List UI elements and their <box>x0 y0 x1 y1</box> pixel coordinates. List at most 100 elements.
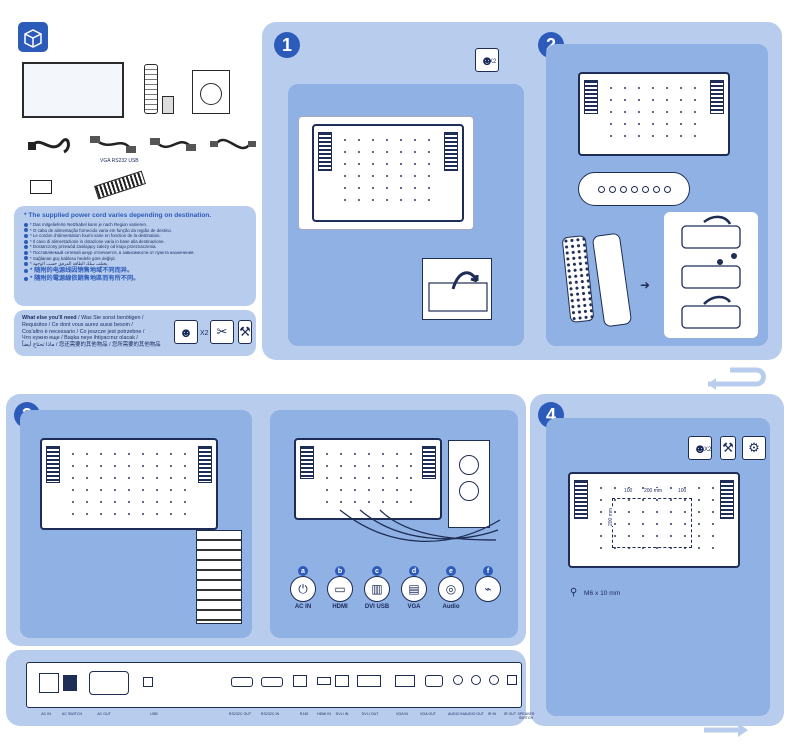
notice-line: * Le cordon d'alimentation fourni varie … <box>24 233 250 239</box>
language-dot-icon <box>24 250 28 255</box>
power-cord-notice: * The supplied power cord varies dependi… <box>14 206 256 306</box>
arrow-right-icon: ➜ <box>640 278 651 292</box>
notice-cjk-lines: * 随附的电源线因销售地域不同而异。* 隨附的電源線依銷售地區而有所不同。 <box>24 267 250 283</box>
notice-cjk-text: * 随附的电源线因销售地域不同而异。 <box>30 266 134 274</box>
connector-f-icon: ⌁ <box>475 576 501 602</box>
notice-line-text: * O cabo de alimentação fornecido varia … <box>30 227 173 233</box>
connector-name: DVI USB <box>364 604 390 610</box>
rear-port-label: USB <box>150 712 158 716</box>
language-dot-icon <box>24 228 28 233</box>
notice-title: * The supplied power cord varies dependi… <box>24 212 212 219</box>
notice-cjk-text: * 隨附的電源線依銷售地區而有所不同。 <box>30 274 140 282</box>
vesa-dim-2: 200 mm <box>644 488 663 494</box>
step3-pc-tower <box>448 440 490 528</box>
vga-in-port <box>425 675 443 687</box>
rear-port-label: RS232C OUT <box>228 712 252 716</box>
scissors-icon: ✂ <box>210 320 234 344</box>
usb-port <box>143 677 153 687</box>
notice-line: * Il cavo di alimentazione in dotazione … <box>24 239 250 245</box>
language-dot-icon <box>24 233 28 238</box>
notice-cjk-line: * 随附的电源线因销售地域不同而异。 <box>24 267 250 275</box>
connector-a-icon: ⏻ <box>290 576 316 602</box>
rear-panel-strip <box>26 662 522 708</box>
what-else-line4: Что нужно еще / Başka neye ihtiyacınız o… <box>22 335 138 342</box>
rear-port-label: VGA OUT <box>420 712 436 716</box>
notice-line: * Das mitgelieferte Netzkabel kann je na… <box>24 222 250 228</box>
what-else-line5: ماذا تحتاج أيضاً / 您还需要的其他物品 / 您所需要的其他物品 <box>22 342 161 349</box>
language-dot-icon <box>24 245 28 250</box>
rs232-cable-illustration <box>150 138 196 151</box>
vesa-dim-vertical: 200 mm <box>608 507 615 527</box>
notice-line: * O cabo de alimentação fornecido varia … <box>24 228 250 234</box>
ac-out-port <box>89 671 129 695</box>
what-else-line3: Cos'altro è necessario / Co jeszcze jest… <box>22 328 145 335</box>
step2-keypad-zoom <box>578 172 690 206</box>
step4-display-back: 100 200 mm 100 200 mm <box>568 472 740 568</box>
connector-letter: d <box>409 566 419 576</box>
vga-cable-illustration <box>90 136 136 153</box>
notice-line-text: * Le cordon d'alimentation fourni varie … <box>30 233 161 239</box>
step1-x2: X2 <box>489 59 497 65</box>
next-arrow-icon <box>704 723 748 737</box>
manual-cd-illustration <box>192 70 230 114</box>
step3-display-back-wired <box>294 438 442 520</box>
step1-display-back <box>312 124 464 222</box>
connector-letter: e <box>446 566 456 576</box>
rear-port-label: SPEAKER SWITCH <box>517 712 535 720</box>
rear-port-label: AC OUT <box>97 712 111 716</box>
rear-port-label: DVI-I OUT <box>361 712 379 716</box>
rear-port-label: VGA IN <box>396 712 408 716</box>
continue-arrow-icon <box>708 367 766 390</box>
dvi-i-out-port <box>395 675 415 687</box>
notice-lines: * Das mitgelieferte Netzkabel kann je na… <box>24 222 250 267</box>
connector-letter: c <box>372 566 382 576</box>
connector-d-icon: ▤ <box>401 576 427 602</box>
ac-switch-port <box>63 675 77 691</box>
notice-line-text: * يختلف سلك الطاقة المرفق حسب الوجهة. <box>30 261 109 267</box>
step3-port-zoom <box>196 530 242 624</box>
step1-detail-inset <box>422 258 492 320</box>
connector-name: HDMI <box>332 604 348 610</box>
step3-display-back <box>40 438 218 530</box>
notice-line-text: * Dostarczony przewód zasilający zależy … <box>30 244 157 250</box>
connector-name: VGA <box>407 604 421 610</box>
power-cord-illustration <box>28 138 70 154</box>
box-contents-section: VGA RS232 USB * The supplied power cord … <box>0 0 260 365</box>
rear-port-label: AUDIO OUT <box>464 712 484 716</box>
box-icon <box>18 22 48 52</box>
connector-c-icon: ▥ <box>364 576 390 602</box>
step1-person-icon: ☻ <box>475 48 499 72</box>
dvi-in-port <box>335 675 349 687</box>
rear-port-label: AC IN <box>41 712 51 716</box>
notice-line: * يختلف سلك الطاقة المرفق حسب الوجهة. <box>24 261 250 267</box>
usb-cable-illustration <box>210 138 256 150</box>
vesa-pattern <box>612 498 692 548</box>
rear-port-label: DVI-I IN <box>335 712 349 716</box>
what-else-line1: / Was Sie sonst benötigen / <box>76 315 144 321</box>
ir-in-port <box>489 675 499 685</box>
rear-port-label: AC SWITCH <box>61 712 83 716</box>
rear-port-label: AUDIO IN <box>448 712 464 716</box>
notice-line: * Sağlanan güç kablosu hedefe göre değiş… <box>24 256 250 262</box>
what-else-box: What else you'll need / Was Sie sonst be… <box>14 310 256 356</box>
step2-battery-steps <box>664 212 758 338</box>
connector-name: Audio <box>442 604 460 610</box>
display-illustration <box>22 62 124 118</box>
ac-in-port <box>39 673 59 693</box>
notice-line-text: * Sağlanan güç kablosu hedefe göre değiş… <box>30 255 116 261</box>
notice-cjk-line: * 隨附的電源線依銷售地區而有所不同。 <box>24 275 250 283</box>
cable-caption: VGA RS232 USB <box>100 158 139 164</box>
language-dot-icon <box>24 261 28 266</box>
notice-line: * Dostarczony przewód zasilający zależy … <box>24 244 250 250</box>
dvi-i-in-port <box>357 675 381 687</box>
cable-strip-illustration <box>94 170 146 200</box>
rear-port-label: HDMI IN <box>317 712 331 716</box>
step4-x2: X2 <box>704 447 712 453</box>
step3-cables <box>339 509 501 542</box>
language-dot-icon <box>24 222 28 227</box>
connector-letter: f <box>483 566 493 576</box>
notice-line-text: * Поставляемый сетевой шнур отличается, … <box>30 249 195 255</box>
step2-display-back <box>578 72 730 156</box>
language-dot-icon <box>24 239 28 244</box>
step-1-badge: 1 <box>274 32 300 58</box>
